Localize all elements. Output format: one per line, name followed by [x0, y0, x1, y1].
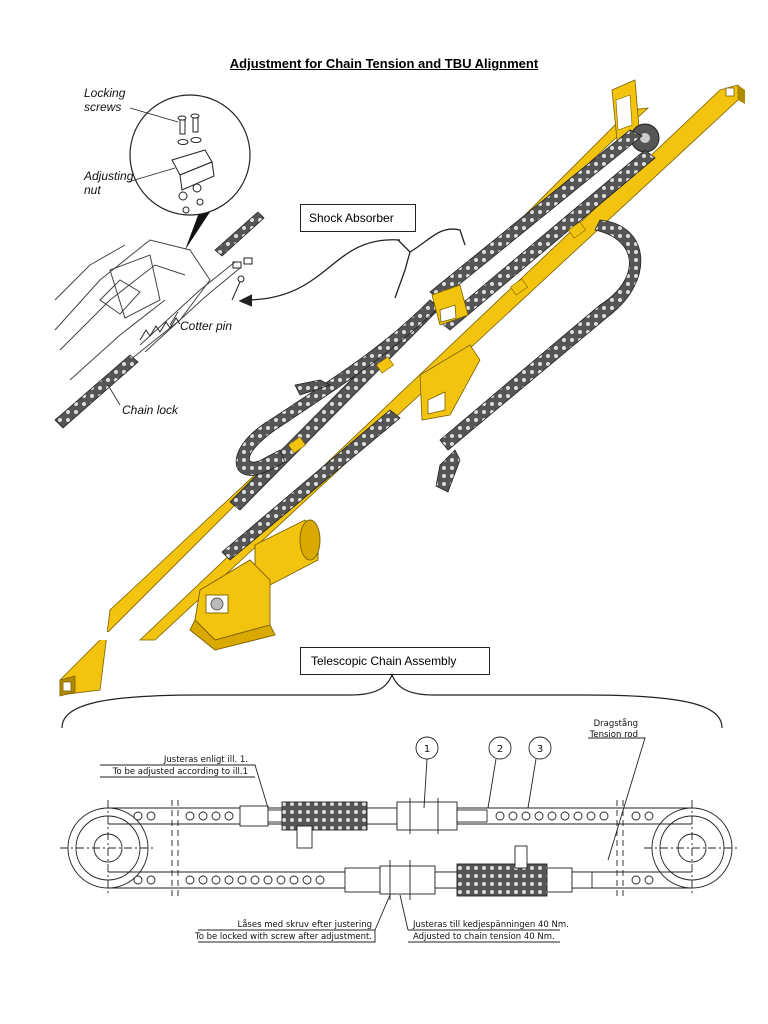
upper-tension-assembly — [239, 798, 488, 849]
shock-absorber-arrow — [238, 228, 466, 307]
adjust-label-en: To be adjusted according to ill.1 — [112, 767, 248, 777]
magnifier-circle — [129, 94, 251, 250]
page-title: Adjustment for Chain Tension and TBU Ali… — [229, 56, 539, 71]
cotter-pin-label: Cotter pin — [180, 319, 232, 333]
tension-label-en: Adjusted to chain tension 40 Nm. — [413, 932, 555, 942]
tension-rod-sv: Dragstång — [594, 718, 638, 729]
carriage-lower — [419, 344, 481, 421]
chain-rollers-top — [133, 811, 654, 821]
callout-circles — [415, 736, 552, 809]
brace — [61, 673, 723, 729]
telescopic-label-box: Telescopic Chain Assembly — [300, 647, 490, 675]
chain-sliders — [287, 221, 587, 454]
adjusting-nut-icon — [171, 149, 215, 214]
chain-lock-label: Chain lock — [122, 403, 179, 417]
cotter-pin-icon — [231, 257, 253, 301]
lower-tension-assembly — [344, 845, 593, 900]
shock-absorber-label-box: Shock Absorber — [300, 204, 416, 232]
locking-screws-icon — [177, 113, 202, 145]
drive-motor — [189, 519, 321, 651]
shock-absorber-label: Shock Absorber — [309, 211, 394, 225]
callout-2: 2 — [497, 744, 503, 755]
chain-strands — [221, 129, 656, 561]
sprocket-right — [644, 800, 740, 896]
tension-label-sv: Justeras till kedjespänningen 40 Nm. — [412, 920, 569, 930]
telescopic-drawing — [60, 736, 740, 943]
adjust-label-sv: Justeras enligt ill. 1. — [163, 755, 248, 765]
callout-3: 3 — [537, 744, 543, 755]
carriage-upper — [431, 284, 469, 326]
spring-detail — [139, 317, 181, 341]
lock-label-sv: Låses med skruv efter justering — [237, 919, 372, 930]
tension-rod-en: Tension rod — [589, 730, 638, 740]
callout-1: 1 — [424, 744, 430, 755]
telescopic-label: Telescopic Chain Assembly — [311, 654, 457, 668]
lock-label-en: To be locked with screw after adjustment… — [194, 932, 372, 942]
chain-links-detail — [54, 211, 265, 429]
rail-front — [59, 107, 650, 697]
conveyor-assembly — [59, 79, 745, 697]
chain-rollers-bottom — [133, 875, 654, 885]
